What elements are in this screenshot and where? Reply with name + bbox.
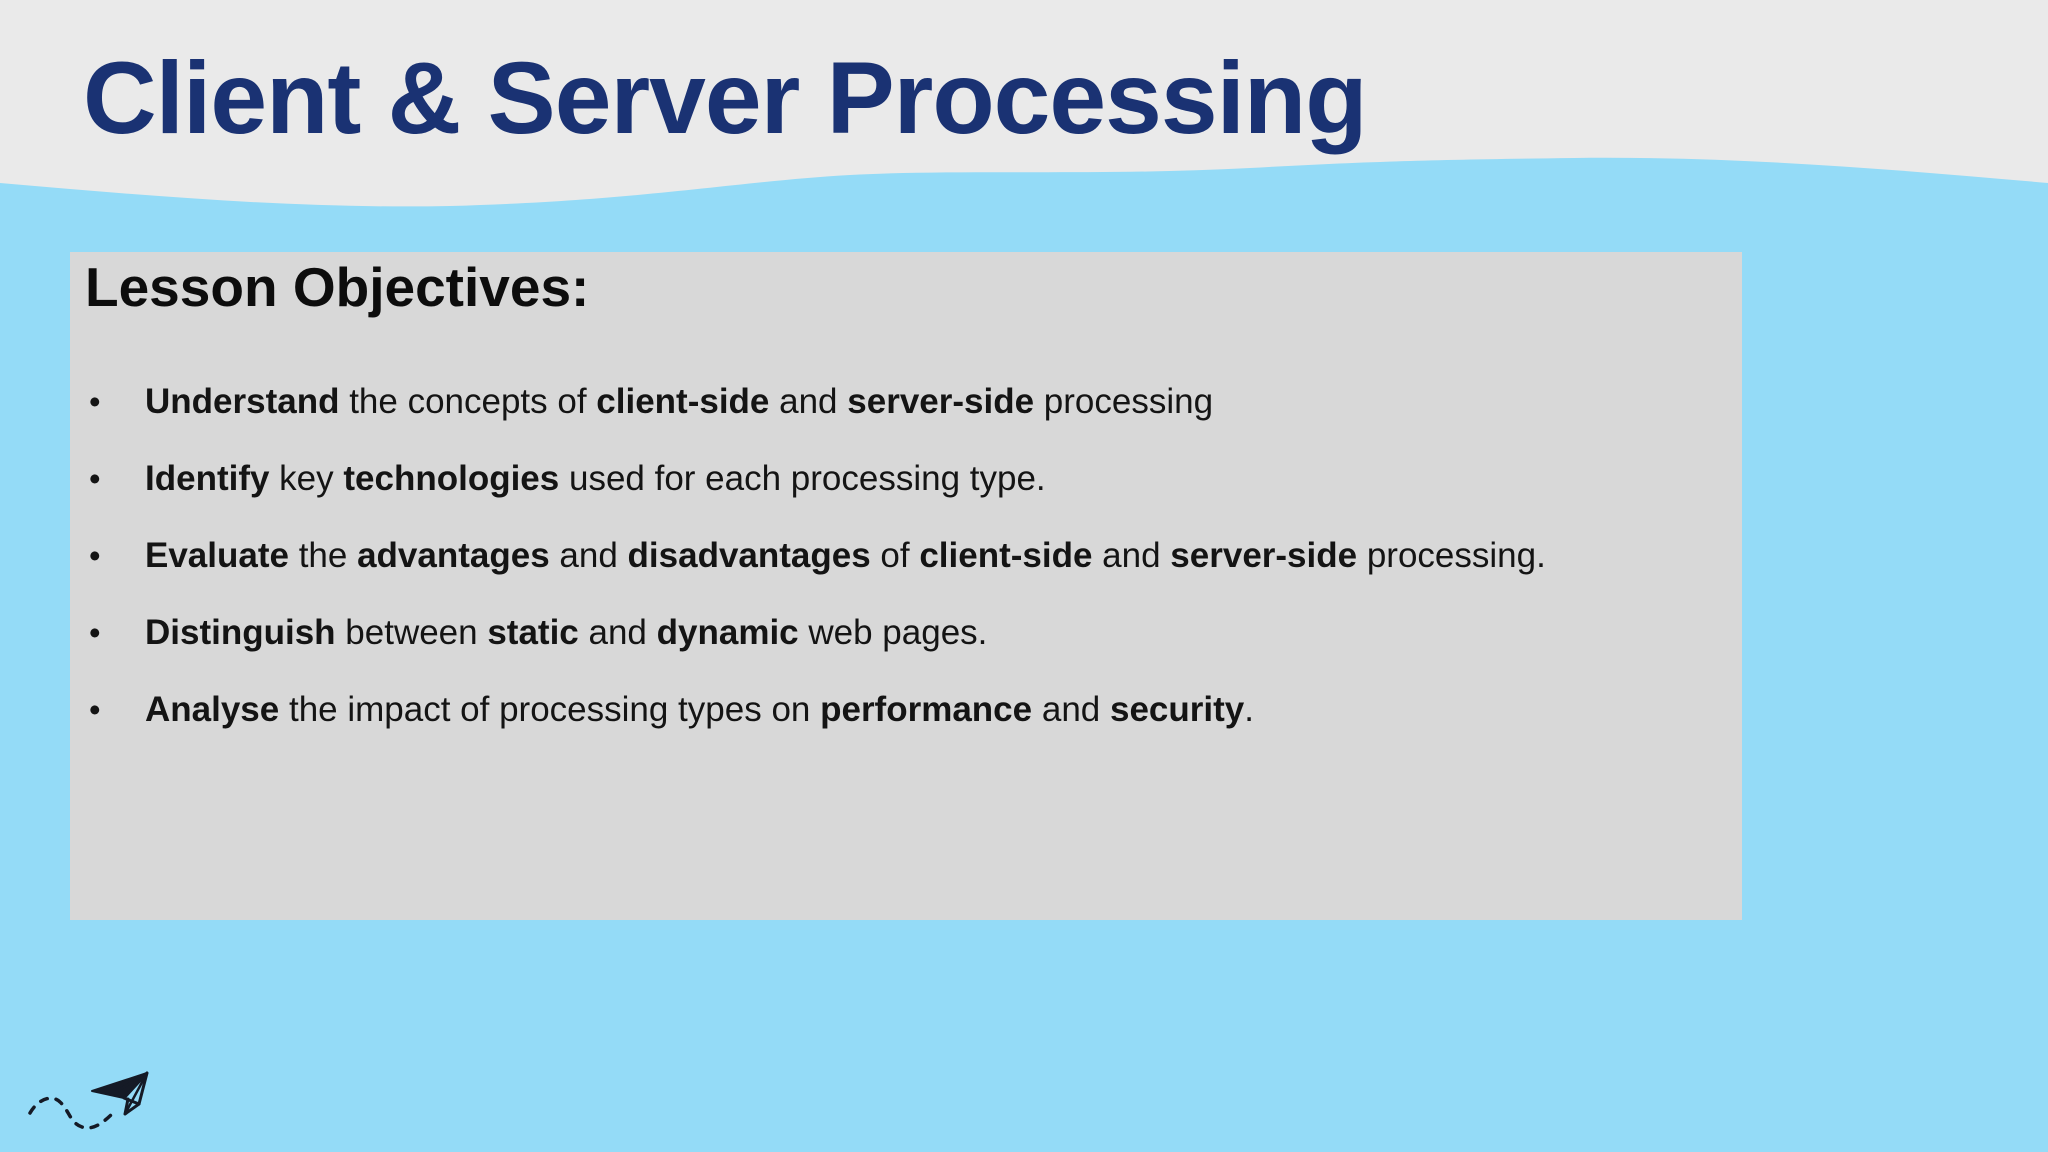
plane-keel-line	[123, 1071, 149, 1116]
objectives-panel: Lesson Objectives: • Understand the conce…	[70, 252, 1742, 920]
list-item-text: Distinguish between static and dynamic w…	[145, 613, 988, 652]
bullet-marker: •	[89, 460, 101, 497]
list-item: • Evaluate the advantages and disadvantag…	[70, 517, 1742, 594]
plane-fold-line	[110, 1071, 149, 1096]
list-item: • Identify key technologies used for each…	[70, 440, 1742, 517]
list-item: • Distinguish between static and dynamic …	[70, 594, 1742, 671]
bullet-marker: •	[89, 383, 101, 420]
plane-right-wing	[122, 1071, 149, 1106]
slide-title: Client & Server Processing	[83, 41, 1368, 155]
plane-fin	[123, 1097, 141, 1116]
objectives-list: • Understand the concepts of client-side …	[70, 363, 1742, 748]
header-wave-path	[0, 0, 2048, 207]
bullet-marker: •	[89, 537, 101, 574]
plane-wing	[91, 1072, 148, 1099]
list-item: • Understand the concepts of client-side …	[70, 363, 1742, 440]
list-item-text: Evaluate the advantages and disadvantage…	[145, 536, 1546, 575]
bullet-marker: •	[89, 691, 101, 728]
objectives-heading: Lesson Objectives:	[85, 256, 590, 318]
list-item-text: Identify key technologies used for each …	[145, 459, 1046, 498]
list-item: • Analyse the impact of processing types …	[70, 671, 1742, 748]
list-item-text: Understand the concepts of client-side a…	[145, 382, 1214, 421]
list-item-text: Analyse the impact of processing types o…	[145, 690, 1254, 729]
bullet-marker: •	[89, 614, 101, 651]
header-wave-shape	[0, 0, 2048, 207]
dashed-trail	[28, 1096, 116, 1130]
